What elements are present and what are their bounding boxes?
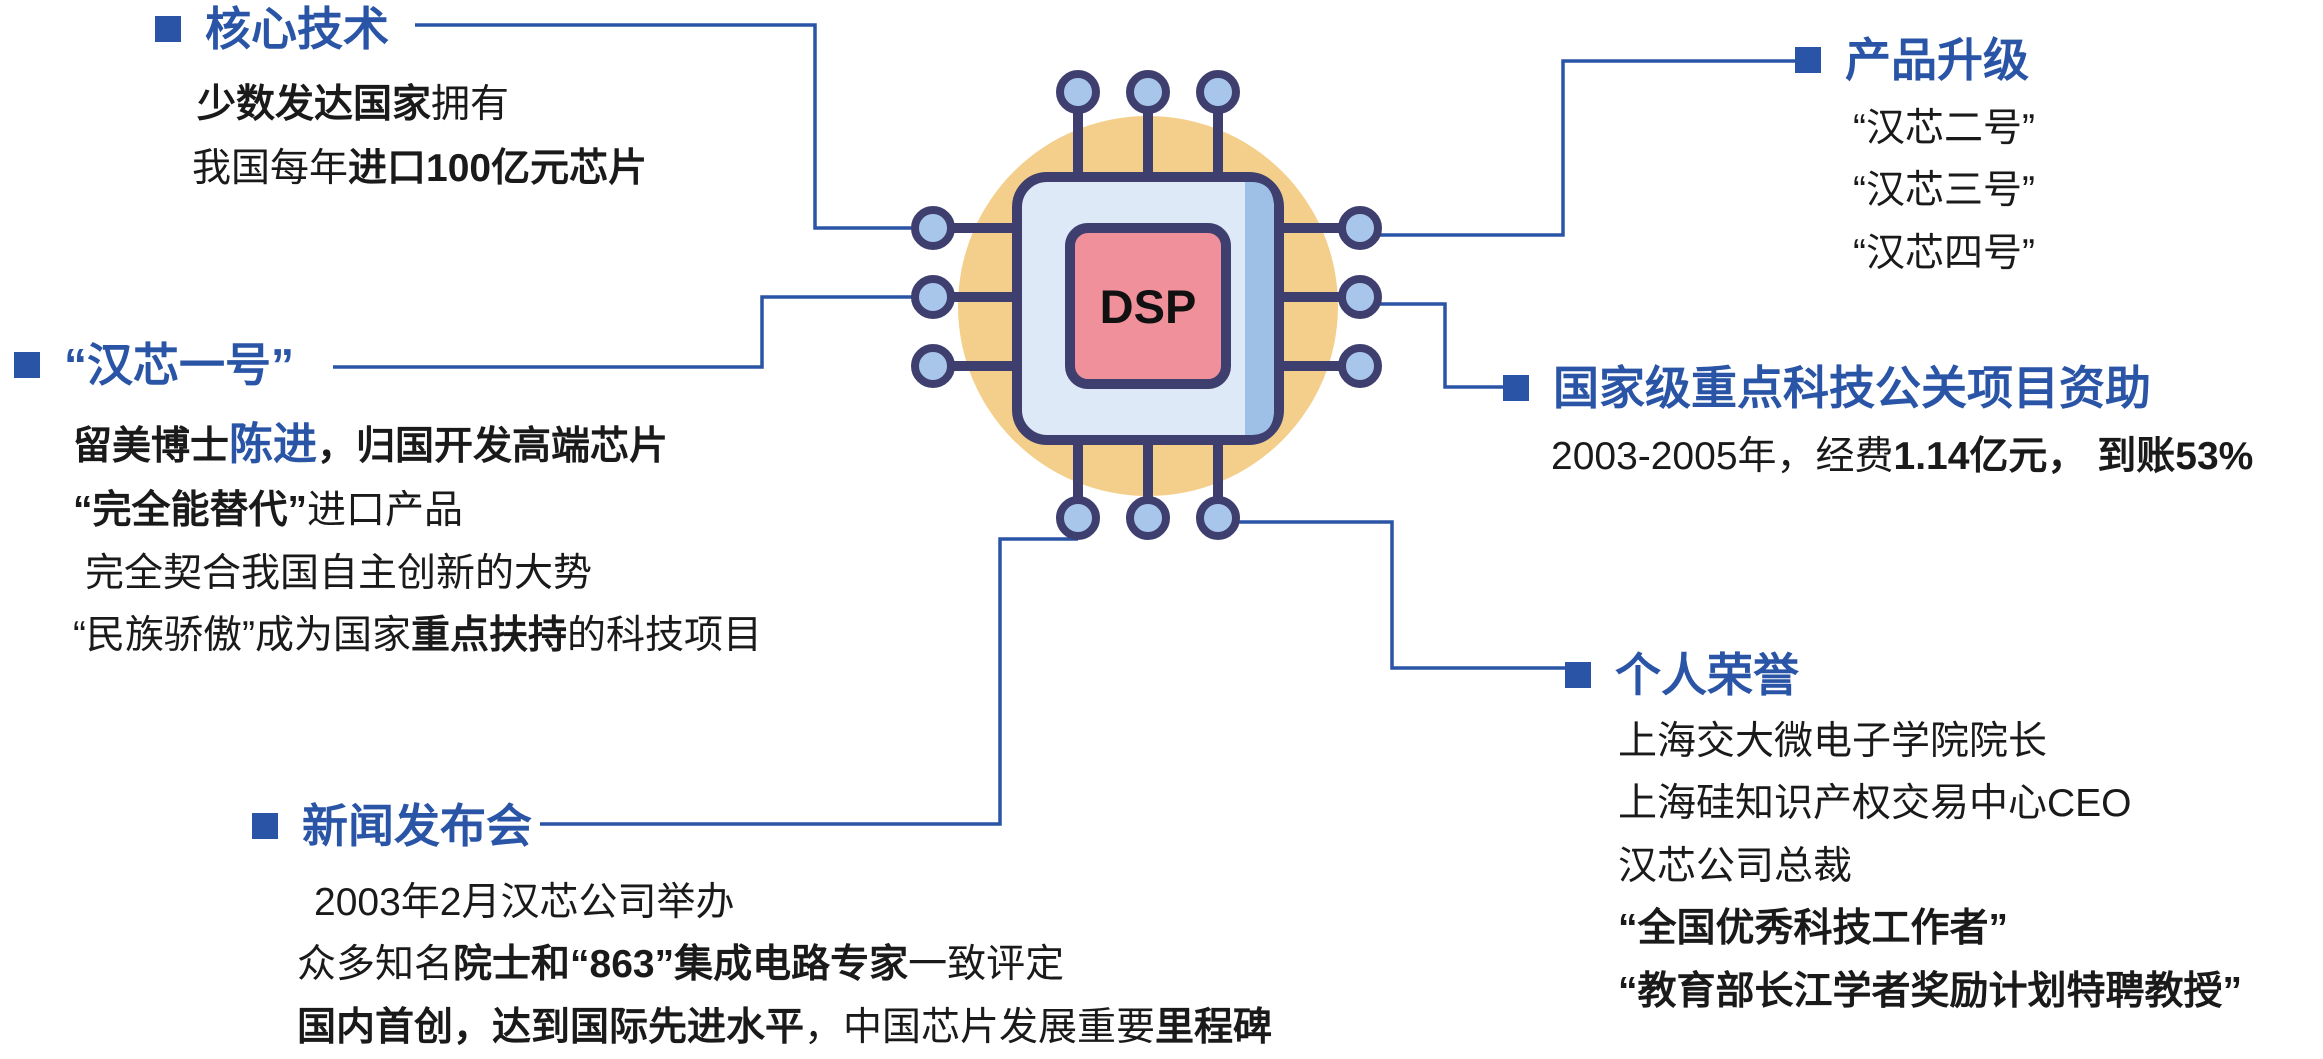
square-bullet-icon: [155, 16, 181, 43]
chip-body-shade: [1245, 182, 1274, 435]
press-line-2: 众多知名院士和“863”集成电路专家一致评定: [297, 934, 1272, 996]
chip-pin-heads: [911, 70, 1382, 540]
press-l2a: 众多知名: [297, 943, 454, 987]
honor-list: 上海交大微电子学院院长 上海硅知识产权交易中心CEO 汉芯公司总裁 “全国优秀科…: [1618, 711, 2242, 1023]
upgrade-list: “汉芯二号” “汉芯三号” “汉芯四号”: [1853, 98, 2035, 285]
hanxin1-l2b: 进口产品: [307, 489, 464, 533]
connector-press: [540, 537, 1078, 826]
core-tech-line-1: 少数发达国家拥有: [197, 74, 509, 136]
connector-funding: [1360, 302, 1503, 389]
hanxin1-l2a: “完全能替代”: [73, 489, 308, 533]
core-tech-l2a: 我国每年: [192, 147, 349, 190]
section-funding-heading: 国家级重点科技公关项目资助: [1503, 362, 2151, 415]
section-hanxin1: “汉芯一号”: [14, 339, 294, 392]
press-line-3: 国内首创，达到国际先进水平，中国芯片发展重要里程碑: [297, 997, 1272, 1059]
section-honor: 个人荣誉: [1565, 649, 1799, 702]
square-bullet-icon: [1795, 47, 1821, 74]
hanxin1-l1a: 留美博士: [73, 425, 230, 468]
hanxin1-l4b: 重点扶持: [410, 614, 567, 658]
section-press-heading: 新闻发布会: [252, 800, 532, 853]
upgrade-item: “汉芯二号”: [1853, 107, 2035, 150]
section-hanxin1-heading: “汉芯一号”: [14, 339, 294, 392]
square-bullet-icon: [252, 813, 278, 840]
hanxin1-l1c: ，归国开发高端芯片: [317, 425, 669, 468]
section-honor-title: 个人荣誉: [1615, 649, 1799, 701]
press-l3b: ，中国芯片发展重要: [804, 1005, 1156, 1049]
hanxin1-l4a: “民族骄傲”成为国家: [73, 614, 411, 658]
honor-item: 上海硅知识产权交易中心CEO: [1618, 782, 2132, 826]
chip-illustration: [911, 70, 1382, 540]
hanxin1-l4c: 的科技项目: [567, 614, 763, 658]
square-bullet-icon: [1503, 375, 1529, 402]
core-tech-l1a: 少数发达国家: [197, 83, 432, 126]
section-core-tech: 核心技术: [155, 3, 389, 56]
core-tech-l1b: 拥有: [431, 83, 510, 126]
section-funding: 国家级重点科技公关项目资助: [1503, 362, 2151, 415]
upgrade-item: “汉芯三号”: [1853, 169, 2035, 213]
chip-core: [1065, 223, 1231, 389]
section-upgrade: 产品升级: [1795, 34, 2029, 87]
section-honor-heading: 个人荣誉: [1565, 649, 1799, 702]
honor-item: “全国优秀科技工作者”: [1618, 907, 2009, 951]
hanxin1-line-4: “民族骄傲”成为国家重点扶持的科技项目: [73, 605, 762, 667]
funding-line-1: 2003-2005年，经费1.14亿元， 到账53%: [1551, 426, 2253, 488]
press-l3c: 里程碑: [1155, 1005, 1273, 1049]
core-tech-body: 少数发达国家拥有: [197, 74, 509, 136]
funding-body: 2003-2005年，经费1.14亿元， 到账53%: [1551, 426, 2253, 488]
section-press-title: 新闻发布会: [302, 800, 532, 852]
upgrade-item: “汉芯四号”: [1853, 231, 2035, 275]
connector-upgrade: [1360, 59, 1795, 237]
hanxin1-name: 陈进: [229, 420, 318, 469]
press-l2c: 一致评定: [908, 943, 1065, 987]
connector-hanxin1: [333, 295, 933, 369]
honor-item: 上海交大微电子学院院长: [1618, 720, 2048, 763]
hanxin1-line-2: “完全能替代”进口产品: [73, 480, 762, 542]
press-body: 2003年2月汉芯公司举办 众多知名院士和“863”集成电路专家一致评定 国内首…: [297, 872, 1272, 1059]
square-bullet-icon: [14, 352, 40, 379]
section-press: 新闻发布会: [252, 800, 532, 853]
core-tech-line-2: 我国每年进口100亿元芯片: [192, 138, 647, 200]
section-hanxin1-title: “汉芯一号”: [64, 339, 294, 391]
core-tech-body-2: 我国每年进口100亿元芯片: [192, 138, 647, 200]
square-bullet-icon: [1565, 662, 1591, 689]
section-core-tech-heading: 核心技术: [155, 3, 389, 56]
honor-item: 汉芯公司总裁: [1618, 844, 1853, 888]
section-funding-title: 国家级重点科技公关项目资助: [1553, 362, 2151, 414]
connector-core-tech: [415, 23, 933, 230]
honor-item: “教育部长江学者奖励计划特聘教授”: [1618, 969, 2243, 1013]
press-l2b: 院士和“863”集成电路专家: [453, 943, 909, 987]
funding-l1a: 2003-2005年，经费: [1551, 435, 1894, 478]
chip-label: DSP: [1099, 279, 1197, 333]
section-upgrade-title: 产品升级: [1845, 34, 2029, 86]
section-core-tech-title: 核心技术: [205, 3, 389, 55]
funding-amount: 1.14亿元: [1893, 435, 2048, 478]
core-tech-l2b: 进口100亿元芯片: [348, 147, 648, 190]
press-line-1: 2003年2月汉芯公司举办: [314, 881, 735, 924]
hanxin1-body: 留美博士陈进，归国开发高端芯片 “完全能替代”进口产品 完全契合我国自主创新的大…: [73, 410, 762, 668]
hanxin1-line-3: 完全契合我国自主创新的大势: [85, 551, 593, 595]
connector-honor: [1217, 520, 1565, 670]
press-l3a: 国内首创，达到国际先进水平: [297, 1005, 805, 1049]
hanxin1-line-1: 留美博士陈进，归国开发高端芯片: [73, 410, 762, 480]
funding-l1c: ， 到账53%: [2047, 435, 2254, 478]
section-upgrade-heading: 产品升级: [1795, 34, 2029, 87]
